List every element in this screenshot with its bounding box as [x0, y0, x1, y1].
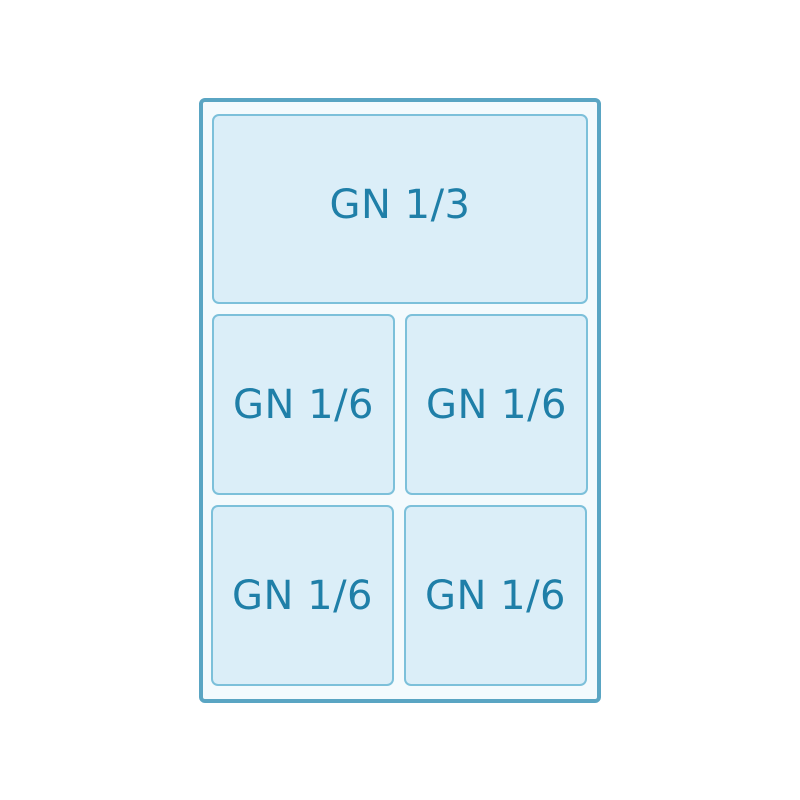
- pan-label: GN 1/6: [231, 572, 373, 619]
- pan-gn-1-6-bottom-left: GN 1/6: [211, 505, 394, 686]
- pan-gn-1-6-middle-right: GN 1/6: [405, 314, 588, 495]
- pan-label: GN 1/3: [329, 182, 471, 228]
- pan-gn-1-6-bottom-right: GN 1/6: [404, 505, 587, 686]
- pan-label: GN 1/6: [425, 381, 567, 428]
- pan-gn-1-6-middle-left: GN 1/6: [212, 314, 395, 495]
- pan-label: GN 1/6: [424, 572, 566, 619]
- pan-label: GN 1/6: [232, 381, 374, 428]
- pan-gn-1-3: GN 1/3: [212, 114, 588, 304]
